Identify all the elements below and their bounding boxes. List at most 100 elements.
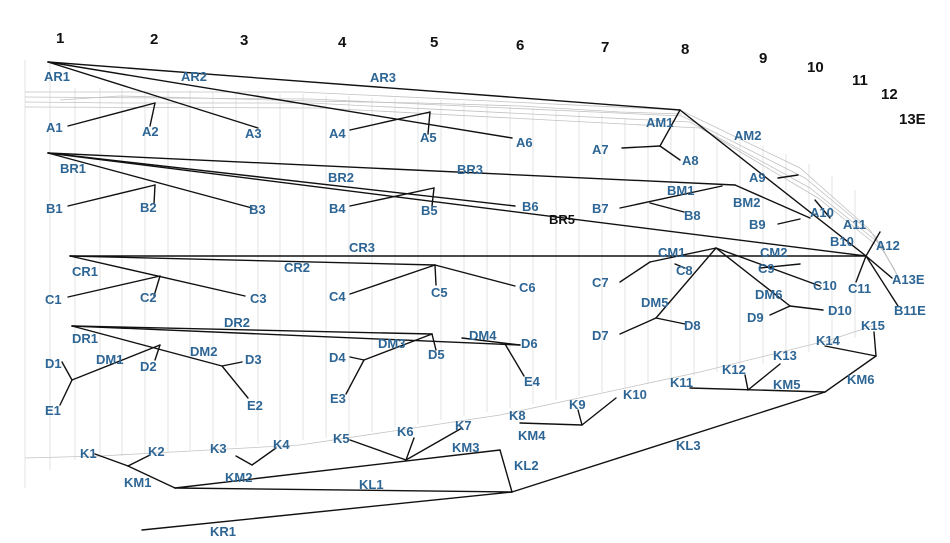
node-label-b6: B6 bbox=[522, 199, 539, 214]
node-label-c9: C9 bbox=[758, 261, 775, 276]
node-label-cr3: CR3 bbox=[349, 240, 375, 255]
node-label-ar3: AR3 bbox=[370, 70, 396, 85]
node-label-c11: C11 bbox=[848, 281, 871, 296]
node-label-a13e: A13E bbox=[892, 272, 925, 287]
node-label-ar1: AR1 bbox=[44, 69, 70, 84]
node-label-b3: B3 bbox=[249, 202, 266, 217]
node-label-dm3: DM3 bbox=[378, 336, 405, 351]
node-label-kl2: KL2 bbox=[514, 458, 539, 473]
node-label-c10: C10 bbox=[813, 278, 837, 293]
column-number: 11 bbox=[852, 72, 868, 89]
node-label-k6: K6 bbox=[397, 424, 414, 439]
node-label-d9: D9 bbox=[747, 310, 764, 325]
column-number: 7 bbox=[601, 39, 609, 56]
node-label-am2: AM2 bbox=[734, 128, 761, 143]
column-number: 8 bbox=[681, 41, 689, 58]
column-number: 4 bbox=[338, 34, 347, 51]
node-label-b11e: B11E bbox=[894, 303, 926, 318]
node-label-a2: A2 bbox=[142, 124, 159, 139]
node-label-b4: B4 bbox=[329, 201, 346, 216]
node-label-c2: C2 bbox=[140, 290, 157, 305]
node-label-br1: BR1 bbox=[60, 161, 86, 176]
node-label-k2: K2 bbox=[148, 444, 165, 459]
column-number: 1 bbox=[56, 30, 64, 47]
node-label-km1: KM1 bbox=[124, 475, 151, 490]
node-label-a7: A7 bbox=[592, 142, 609, 157]
node-label-d1: D1 bbox=[45, 356, 62, 371]
node-label-am1: AM1 bbox=[646, 115, 673, 130]
node-label-a3: A3 bbox=[245, 126, 262, 141]
column-number: 9 bbox=[759, 50, 767, 67]
node-labels: AR1 AR2 AR3 A1 A2 A3 A4 A5 A6 AM1 A7 A8 … bbox=[44, 69, 926, 539]
node-label-dm5: DM5 bbox=[641, 295, 668, 310]
node-label-cr2: CR2 bbox=[284, 260, 310, 275]
node-label-k15: K15 bbox=[861, 318, 885, 333]
column-number: 3 bbox=[240, 32, 248, 49]
node-label-dr1: DR1 bbox=[72, 331, 98, 346]
node-label-d7: D7 bbox=[592, 328, 609, 343]
node-label-br3: BR3 bbox=[457, 162, 483, 177]
node-label-k8: K8 bbox=[509, 408, 526, 423]
guide-contours bbox=[24, 91, 901, 459]
column-number: 2 bbox=[150, 31, 158, 48]
node-label-dm1: DM1 bbox=[96, 352, 123, 367]
column-number: 10 bbox=[807, 59, 824, 76]
node-label-c3: C3 bbox=[250, 291, 267, 306]
column-number: 6 bbox=[516, 37, 524, 54]
node-label-a8: A8 bbox=[682, 153, 699, 168]
node-label-e1: E1 bbox=[45, 403, 61, 418]
node-label-a9: A9 bbox=[749, 170, 766, 185]
node-label-b2: B2 bbox=[140, 200, 157, 215]
node-label-a11: A11 bbox=[843, 217, 866, 232]
node-label-a1: A1 bbox=[46, 120, 63, 135]
node-label-k11: K11 bbox=[670, 375, 693, 390]
node-label-km5: KM5 bbox=[773, 377, 800, 392]
node-label-k12: K12 bbox=[722, 362, 746, 377]
node-label-c5: C5 bbox=[431, 285, 448, 300]
node-label-k14: K14 bbox=[816, 333, 841, 348]
node-label-d8: D8 bbox=[684, 318, 701, 333]
node-label-c7: C7 bbox=[592, 275, 609, 290]
node-label-a5: A5 bbox=[420, 130, 437, 145]
node-label-k3: K3 bbox=[210, 441, 227, 456]
node-label-km2: KM2 bbox=[225, 470, 252, 485]
node-label-cr1: CR1 bbox=[72, 264, 98, 279]
node-label-e2: E2 bbox=[247, 398, 263, 413]
node-label-km6: KM6 bbox=[847, 372, 874, 387]
node-label-cm2: CM2 bbox=[760, 245, 787, 260]
node-label-b5: B5 bbox=[421, 203, 438, 218]
node-label-kl1: KL1 bbox=[359, 477, 384, 492]
node-label-b10: B10 bbox=[830, 234, 854, 249]
node-label-ar2: AR2 bbox=[181, 69, 207, 84]
node-label-a12: A12 bbox=[876, 238, 900, 253]
node-label-km3: KM3 bbox=[452, 440, 479, 455]
node-label-e4: E4 bbox=[524, 374, 541, 389]
node-label-d2: D2 bbox=[140, 359, 157, 374]
node-label-dm6: DM6 bbox=[755, 287, 782, 302]
node-label-e3: E3 bbox=[330, 391, 346, 406]
node-label-k10: K10 bbox=[623, 387, 647, 402]
node-label-c1: C1 bbox=[45, 292, 62, 307]
node-label-d5: D5 bbox=[428, 347, 445, 362]
tree-edges bbox=[47, 61, 899, 531]
node-label-d4: D4 bbox=[329, 350, 346, 365]
column-number: 13E bbox=[899, 111, 926, 128]
node-label-k13: K13 bbox=[773, 348, 797, 363]
node-label-b9: B9 bbox=[749, 217, 766, 232]
node-label-c8: C8 bbox=[676, 263, 693, 278]
node-label-a6: A6 bbox=[516, 135, 533, 150]
node-label-dm4: DM4 bbox=[469, 328, 497, 343]
node-label-a4: A4 bbox=[329, 126, 346, 141]
node-label-b1: B1 bbox=[46, 201, 63, 216]
node-label-d10: D10 bbox=[828, 303, 852, 318]
node-label-br5: BR5 bbox=[549, 212, 575, 227]
node-label-k5: K5 bbox=[333, 431, 350, 446]
node-label-c4: C4 bbox=[329, 289, 346, 304]
node-label-br2: BR2 bbox=[328, 170, 354, 185]
node-label-dm2: DM2 bbox=[190, 344, 217, 359]
node-label-bm2: BM2 bbox=[733, 195, 760, 210]
node-label-km4: KM4 bbox=[518, 428, 546, 443]
node-label-k1: K1 bbox=[80, 446, 97, 461]
column-number: 5 bbox=[430, 34, 438, 51]
